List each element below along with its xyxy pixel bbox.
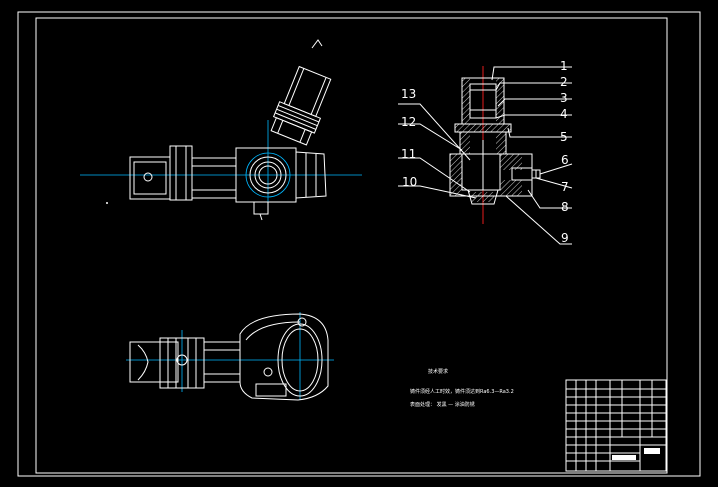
balloon-2: 2	[560, 75, 568, 89]
section-view	[449, 66, 541, 224]
balloon-9: 9	[561, 231, 569, 245]
balloon-4: 4	[560, 107, 568, 121]
bottom-view	[126, 312, 334, 401]
sheet-border	[17, 11, 701, 477]
balloon-6: 6	[561, 153, 569, 167]
balloon-10: 10	[402, 175, 417, 189]
balloon-12: 12	[401, 115, 416, 129]
balloon-numbers: 1 2 3 4 5 6 7 8 9 10 11 12 13	[401, 59, 569, 245]
front-view	[80, 39, 362, 221]
balloon-3: 3	[560, 91, 568, 105]
title-block	[565, 379, 667, 472]
notes-line-1: 铸件须经人工时效，铸件须达到Ra6.3—Ra3.2	[410, 388, 514, 395]
balloon-13: 13	[401, 87, 416, 101]
notes-title: 技术要求	[428, 368, 448, 375]
leader-lines	[398, 66, 573, 245]
balloon-1: 1	[560, 59, 568, 73]
balloon-5: 5	[560, 130, 568, 144]
technical-notes: 技术要求 铸件须经人工时效，铸件须达到Ra6.3—Ra3.2 表面处理： 发黑 …	[410, 368, 514, 408]
balloon-7: 7	[561, 180, 569, 194]
notes-line-2: 表面处理： 发黑 — 涂油防锈	[410, 401, 475, 408]
balloon-11: 11	[401, 147, 416, 161]
balloon-8: 8	[561, 200, 569, 214]
